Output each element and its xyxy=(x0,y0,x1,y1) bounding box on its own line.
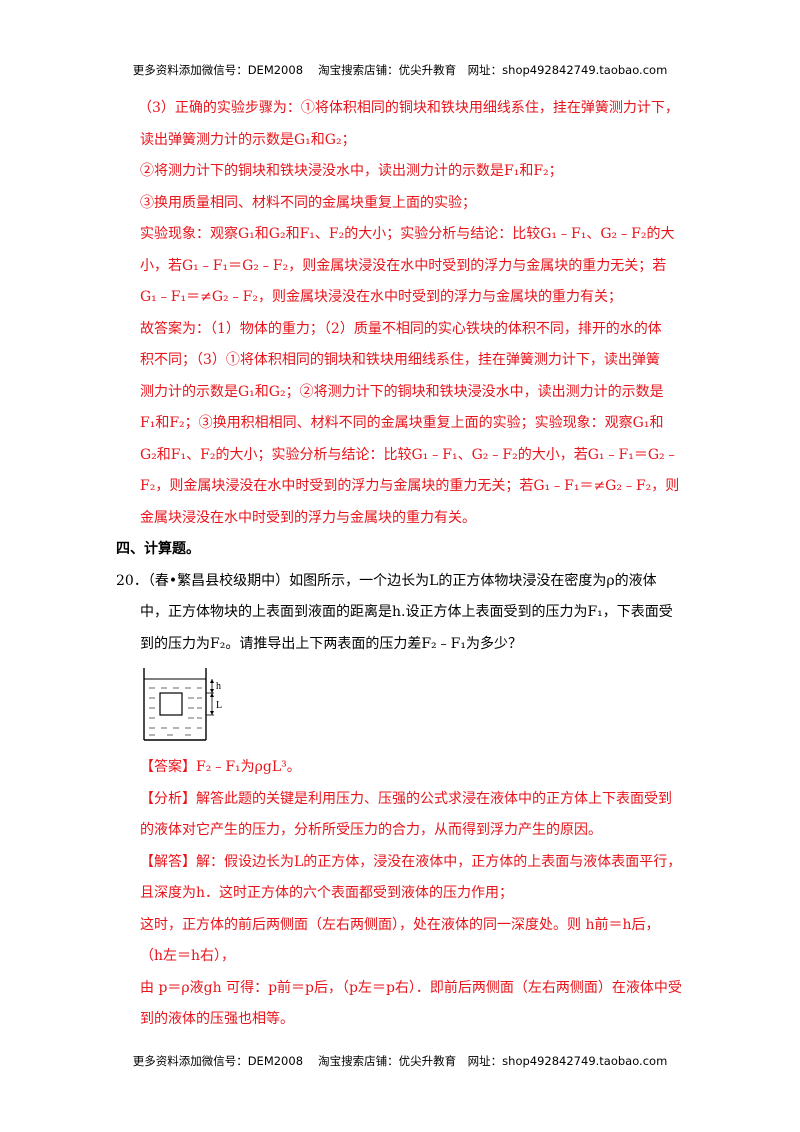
answer-line: 且深度为h．这时正方体的六个表面都受到液体的压力作用； xyxy=(140,885,514,901)
page-content: （3）正确的实验步骤为：①将体积相同的铜块和铁块用细线系住，挂在弹簧测力计下， … xyxy=(116,93,688,1036)
answer-line: 由 p＝ρ液gh 可得：p前＝p后，（p左＝p右）．即前后两侧面（左右两侧面）在… xyxy=(140,979,682,996)
prev-answer-line: 读出弹簧测力计的示数是G₁和G₂； xyxy=(140,131,356,148)
answer-line: 的液体对它产生的压力，分析所受压力的合力，从而得到浮力产生的原因。 xyxy=(140,822,602,838)
prev-answer-line: F₁和F₂；③换用积相相同、材料不同的金属块重复上面的实验；实验现象：观察G₁和 xyxy=(140,415,664,431)
cube-figure: h L xyxy=(116,660,688,752)
page-footer: 更多资料添加微信号：DEM2008 淘宝搜索店铺：优尖升教育 网址：shop49… xyxy=(132,1054,668,1068)
page-header: 更多资料添加微信号：DEM2008 淘宝搜索店铺：优尖升教育 网址：shop49… xyxy=(132,63,668,77)
answer-line: 【解答】解：假设边长为L的正方体，浸没在液体中，正方体的上表面与液体表面平行， xyxy=(140,853,682,870)
label-h: h xyxy=(216,681,221,692)
answer-line: 到的液体的压强也相等。 xyxy=(140,1011,294,1027)
answer-line: 【答案】F₂﹣F₁为ρgL³。 xyxy=(140,759,301,775)
answer-line: 【分析】解答此题的关键是利用压力、压强的公式求浸在液体中的正方体上下表面受到 xyxy=(140,790,672,807)
cube xyxy=(159,692,183,716)
liquid-hatching xyxy=(149,687,202,736)
prev-answer-line: F₂，则金属块浸没在水中时受到的浮力与金属块的重力无关；若G₁﹣F₁＝≠G₂﹣F… xyxy=(140,478,680,494)
answer-line: （h左＝h右）， xyxy=(140,948,236,964)
prev-answer-line: 测力计的示数是G₁和G₂；②将测力计下的铜块和铁块浸没水中，读出测力计的示数是 xyxy=(140,383,664,400)
label-L: L xyxy=(216,700,222,711)
prev-answer-line: 积不同；（3）①将体积相同的铜块和铁块用细线系住，挂在弹簧测力计下，读出弹簧 xyxy=(140,352,660,368)
answer-line: 这时，正方体的前后两侧面（左右两侧面），处在液体的同一深度处。则 h前＝h后， xyxy=(140,916,660,933)
prev-answer-line: G₁﹣F₁＝≠G₂﹣F₂，则金属块浸没在水中时受到的浮力与金属块的重力有关； xyxy=(140,289,622,305)
prev-answer-line: （3）正确的实验步骤为：①将体积相同的铜块和铁块用细线系住，挂在弹簧测力计下， xyxy=(138,100,679,116)
question-line: 到的压力为F₂。请推导出上下两表面的压力差F₂﹣F₁为多少？ xyxy=(140,635,522,652)
prev-answer-line: 故答案为：（1）物体的重力；（2）质量不相同的实心铁块的体积不同，排开的水的体 xyxy=(140,320,662,337)
section-heading: 四、计算题。 xyxy=(116,541,200,557)
prev-answer-line: ②将测力计下的铜块和铁块浸没水中，读出测力计的示数是F₁和F₂； xyxy=(140,163,563,179)
cube-in-liquid-diagram: h L xyxy=(143,668,222,741)
prev-answer-line: 小，若G₁﹣F₁＝G₂﹣F₂，则金属块浸没在水中时受到的浮力与金属块的重力无关；… xyxy=(140,257,667,274)
question-line: 20．（春•繁昌县校级期中）如图所示，一个边长为L的正方体物块浸没在密度为ρ的液… xyxy=(116,572,657,589)
prev-answer-line: ③换用质量相同、材料不同的金属块重复上面的实验； xyxy=(140,194,476,211)
question-line: 中，正方体物块的上表面到液面的距离是h.设正方体上表面受到的压力为F₁，下表面受 xyxy=(140,604,673,620)
prev-answer-line: 金属块浸没在水中时受到的浮力与金属块的重力有关。 xyxy=(140,509,476,526)
prev-answer-line: 实验现象：观察G₁和G₂和F₁、F₂的大小；实验分析与结论：比较G₁﹣F₁、G₂… xyxy=(140,226,675,242)
prev-answer-line: G₂和F₁、F₂的大小；实验分析与结论：比较G₁﹣F₁、G₂﹣F₂的大小，若G₁… xyxy=(140,446,679,463)
